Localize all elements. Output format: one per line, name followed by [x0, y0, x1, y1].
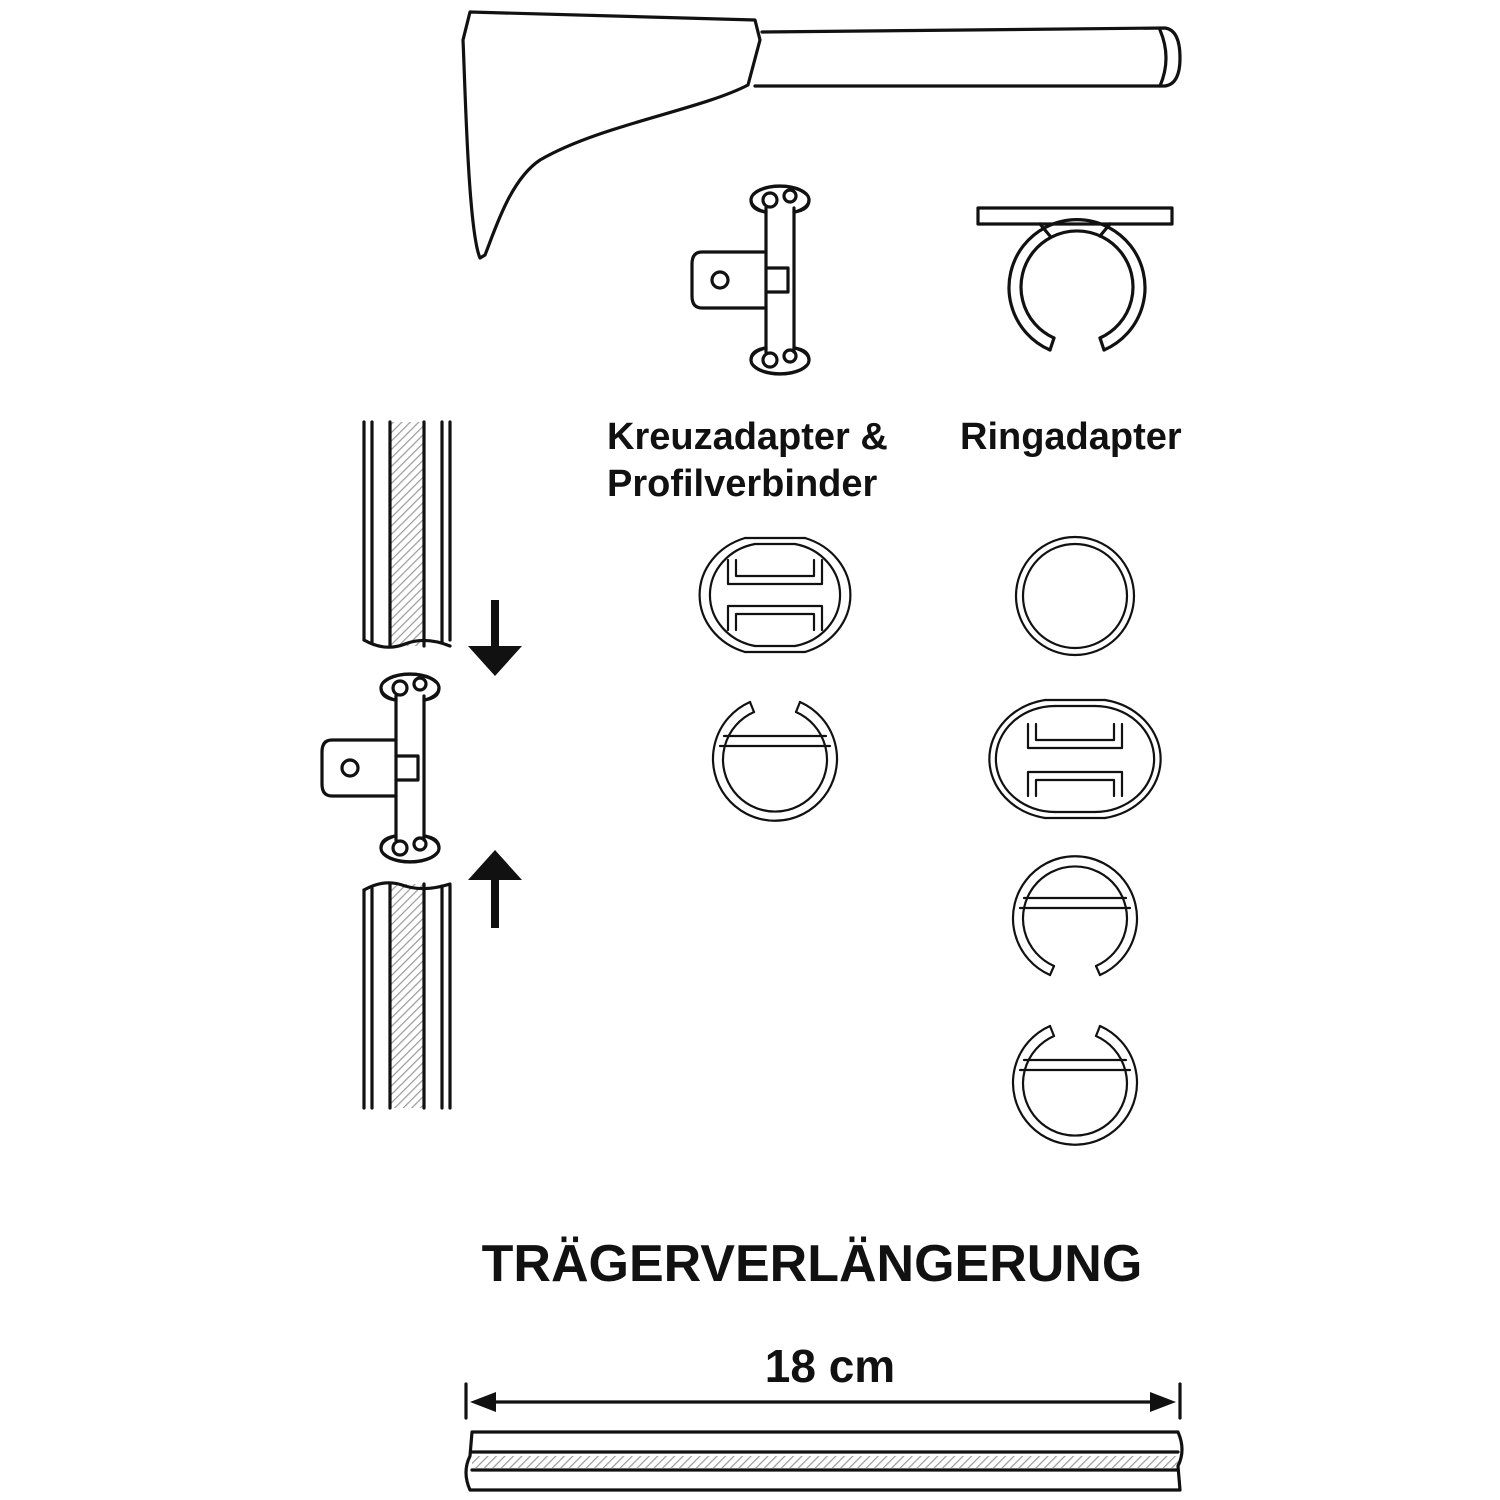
- profile-double-channel-section-right: [988, 698, 1162, 820]
- profile-round-section: [1014, 535, 1136, 657]
- profile-bottom-slot-section: [1011, 855, 1139, 977]
- bracket-arm-illustration: [461, 10, 1182, 260]
- dimension-label: 18 cm: [765, 1340, 895, 1392]
- profile-double-channel-section: [698, 536, 852, 654]
- insert-down-arrow-icon: [468, 600, 522, 676]
- lower-rail-section: [362, 881, 452, 1110]
- dimension-line: [464, 1382, 1182, 1420]
- cross-adapter-illustration: [690, 184, 811, 376]
- upper-rail-section: [362, 420, 452, 649]
- extension-title: TRÄGERVERLÄNGERUNG: [482, 1235, 1143, 1293]
- profile-top-slot-section: [1011, 1024, 1139, 1146]
- ring-adapter-label: Ringadapter: [960, 416, 1182, 458]
- connector-adapter-illustration: [320, 672, 441, 864]
- ring-adapter-illustration: [976, 206, 1174, 352]
- extension-rail-illustration: [464, 1430, 1184, 1492]
- insert-up-arrow-icon: [468, 850, 522, 928]
- cross-adapter-label-line2: Profilverbinder: [607, 463, 877, 505]
- profile-slot-section: [711, 700, 839, 822]
- cross-adapter-label-line1: Kreuzadapter &: [607, 416, 888, 458]
